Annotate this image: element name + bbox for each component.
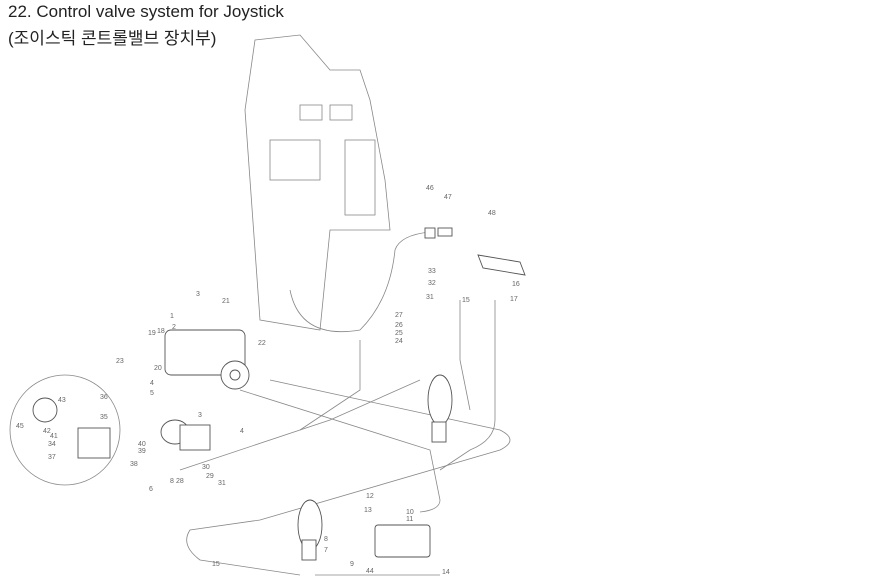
valve-block (160, 419, 211, 451)
part-number-label: 4 (240, 428, 244, 435)
part-number-label: 37 (48, 454, 56, 461)
part-number-label: 34 (48, 441, 56, 448)
part-number-label: 3 (198, 412, 202, 419)
part-number-label: 24 (395, 338, 403, 345)
part-number-label: 13 (364, 507, 372, 514)
part-number-label: 35 (100, 414, 108, 421)
part-number-label: 11 (406, 516, 413, 523)
part-number-label: 5 (150, 390, 154, 397)
diagram-title: 22. Control valve system for Joystick (8, 2, 284, 21)
part-number-label: 18 (157, 328, 165, 335)
part-number-label: 48 (488, 210, 496, 217)
part-number-label: 43 (58, 397, 66, 404)
pump-assembly (164, 329, 250, 390)
part-number-label: 42 (43, 428, 51, 435)
joystick-right (427, 374, 453, 443)
part-number-label: 23 (116, 358, 124, 365)
part-number-label: 12 (366, 493, 374, 500)
diagram-subtitle-korean: (조이스틱 콘트롤밸브 장치부) (8, 29, 217, 48)
part-number-label: 27 (395, 312, 403, 319)
part-number-label: 31 (426, 294, 434, 301)
part-number-label: 38 (130, 461, 138, 468)
detail-valve-block (32, 397, 111, 459)
part-number-label: 30 (202, 464, 210, 471)
part-number-label: 26 (395, 322, 403, 329)
part-number-label: 19 (148, 330, 156, 337)
bracket-48 (477, 254, 526, 276)
part-number-label: 40 (138, 441, 146, 448)
part-number-label: 15 (462, 297, 470, 304)
part-number-label: 9 (350, 561, 354, 568)
part-number-label: 44 (366, 568, 374, 575)
part-number-label: 16 (512, 281, 520, 288)
hoses (9, 231, 511, 576)
part-number-label: 41 (50, 433, 58, 440)
panel-vents (269, 104, 376, 216)
part-number-label: 22 (258, 340, 266, 347)
part-number-label: 45 (16, 423, 24, 430)
part-number-label: 28 (176, 478, 184, 485)
part-number-label: 17 (510, 296, 518, 303)
part-number-label: 31 (218, 480, 226, 487)
part-number-label: 36 (100, 394, 108, 401)
part-number-label: 1 (170, 313, 174, 320)
part-number-label: 2 (172, 324, 176, 331)
part-number-label: 25 (395, 330, 403, 337)
joystick-left (297, 499, 323, 561)
part-number-label: 46 (426, 185, 434, 192)
part-number-label: 21 (222, 298, 230, 305)
fitting-46-47 (424, 227, 453, 239)
part-number-label: 10 (406, 509, 414, 516)
part-number-label: 20 (154, 365, 162, 372)
cab-panel (244, 34, 391, 331)
part-number-label: 15 (212, 561, 220, 568)
part-number-label: 39 (138, 448, 146, 455)
part-number-label: 8 (170, 478, 174, 485)
part-number-label: 4 (150, 380, 154, 387)
part-number-label: 7 (324, 547, 328, 554)
part-number-label: 33 (428, 268, 436, 275)
part-number-label: 3 (196, 291, 200, 298)
part-number-label: 32 (428, 280, 436, 287)
part-number-label: 6 (149, 486, 153, 493)
part-number-label: 29 (206, 473, 214, 480)
part-number-label: 47 (444, 194, 452, 201)
main-control-valve (374, 524, 431, 558)
part-number-label: 14 (442, 569, 450, 576)
part-number-label: 8 (324, 536, 328, 543)
